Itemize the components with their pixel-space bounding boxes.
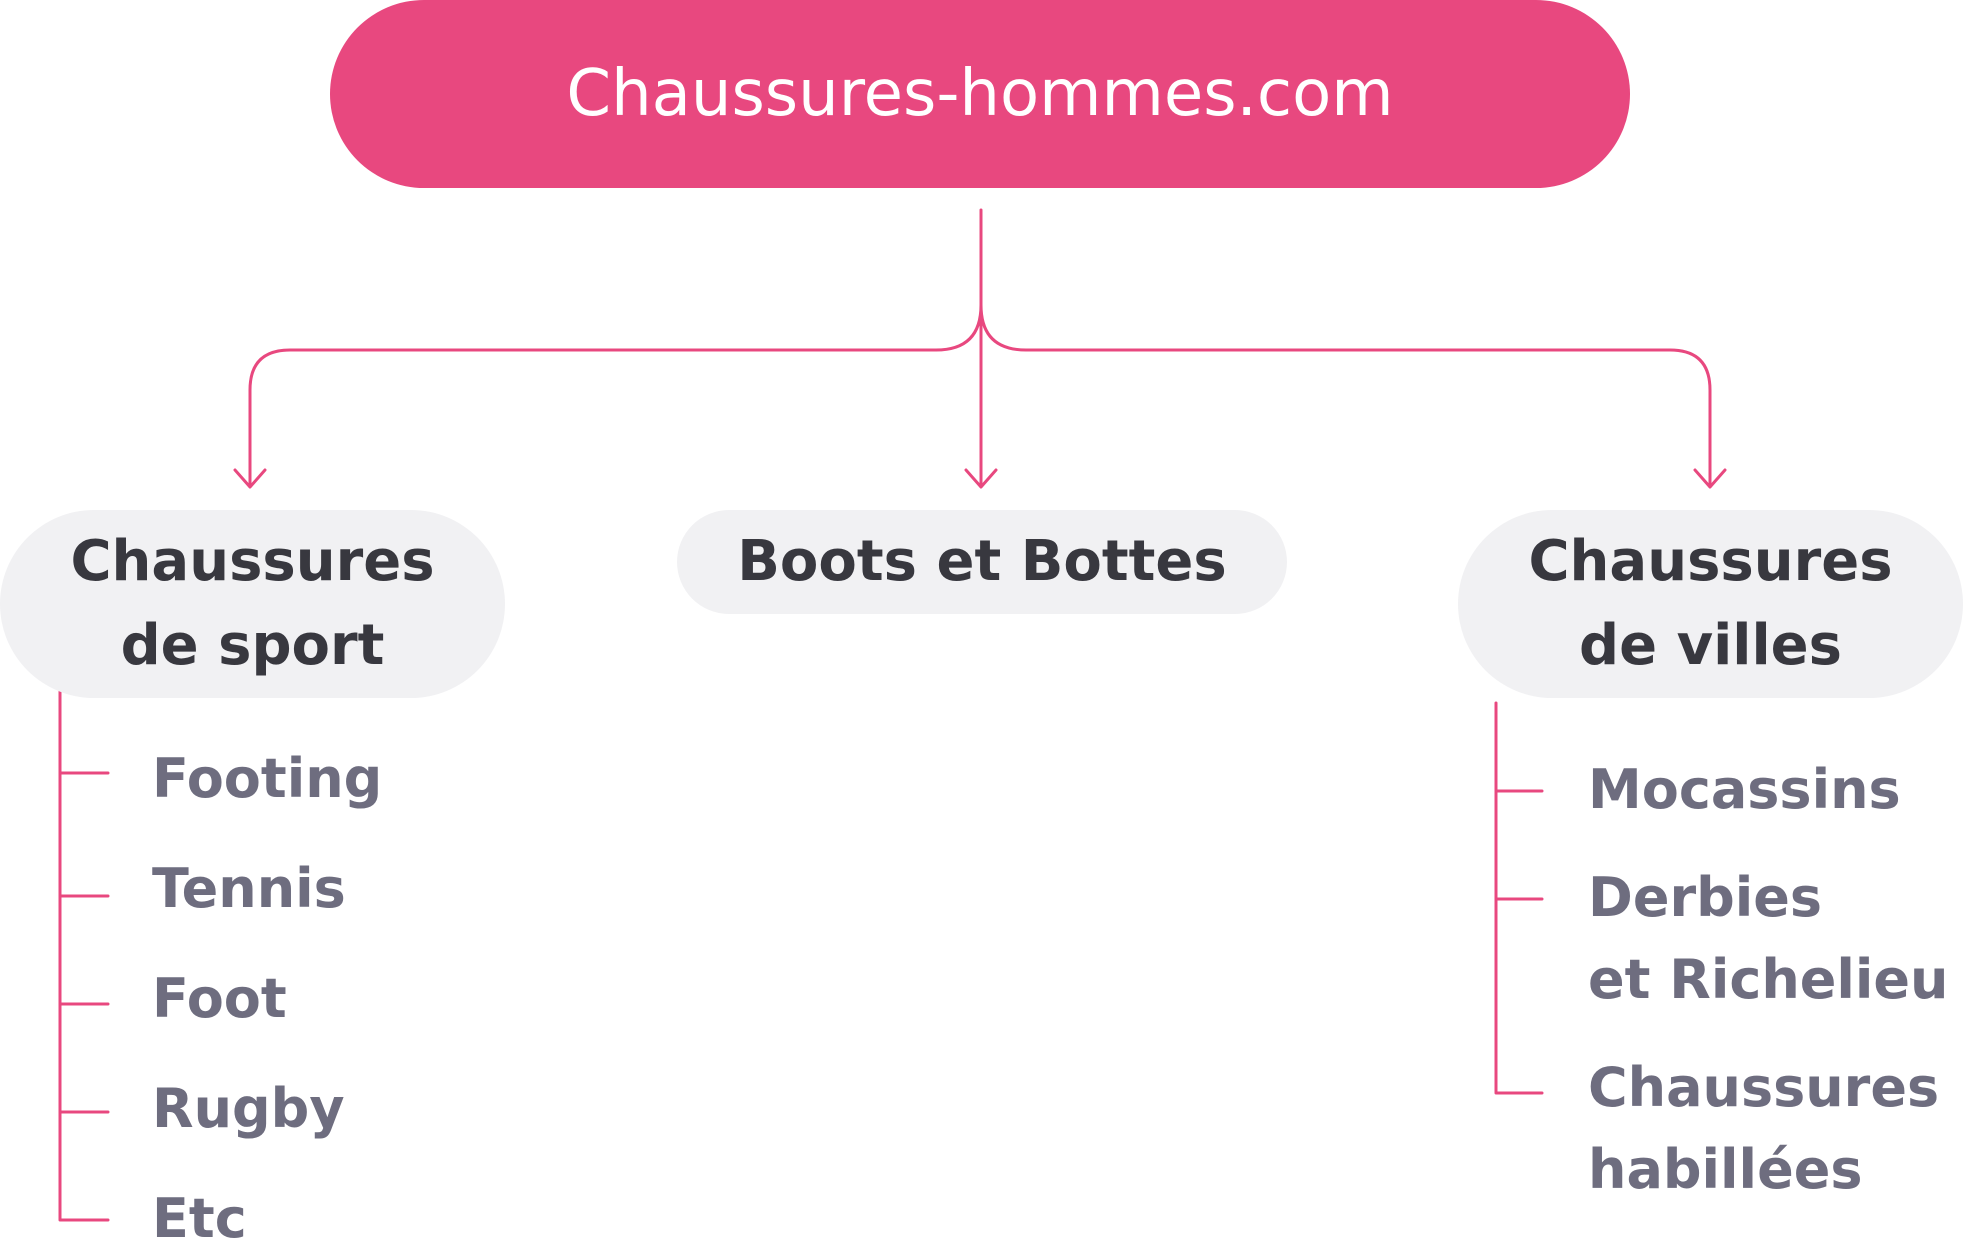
sport-items-bracket bbox=[58, 688, 110, 1222]
category-boots: Boots et Bottes bbox=[677, 510, 1287, 614]
category-sport-label: Chaussures de sport bbox=[70, 520, 434, 688]
category-villes-label-line2: de villes bbox=[1579, 613, 1842, 678]
villes-item-habillees-line1: Chaussures bbox=[1588, 1056, 1940, 1119]
branch-to-sport bbox=[248, 303, 983, 487]
arrowhead-villes bbox=[1693, 468, 1727, 489]
villes-item-derbies: Derbies et Richelieu bbox=[1588, 857, 1949, 1021]
villes-items-bracket bbox=[1494, 701, 1544, 1095]
category-villes: Chaussures de villes bbox=[1458, 510, 1963, 698]
category-villes-label: Chaussures de villes bbox=[1528, 520, 1892, 688]
villes-item-derbies-line1: Derbies bbox=[1588, 866, 1823, 929]
root-node: Chaussures-hommes.com bbox=[330, 0, 1630, 188]
sport-item-foot: Foot bbox=[152, 967, 287, 1030]
arrowhead-boots bbox=[964, 468, 998, 489]
category-boots-label: Boots et Bottes bbox=[737, 529, 1227, 594]
branch-to-villes bbox=[979, 303, 1712, 487]
villes-item-habillees-line2: habillées bbox=[1588, 1138, 1863, 1201]
villes-item-habillees: Chaussures habillées bbox=[1588, 1047, 1939, 1211]
root-label: Chaussures-hommes.com bbox=[566, 57, 1394, 131]
villes-item-derbies-line2: et Richelieu bbox=[1588, 948, 1949, 1011]
category-sport-label-line1: Chaussures bbox=[70, 529, 435, 594]
category-villes-label-line1: Chaussures bbox=[1528, 529, 1893, 594]
sport-item-tennis: Tennis bbox=[152, 857, 346, 920]
category-sport: Chaussures de sport bbox=[0, 510, 505, 698]
sport-item-footing: Footing bbox=[152, 747, 383, 810]
category-sport-label-line2: de sport bbox=[120, 613, 385, 678]
arrowhead-sport bbox=[233, 468, 267, 489]
sport-item-etc: Etc bbox=[152, 1187, 247, 1250]
sport-item-rugby: Rugby bbox=[152, 1077, 345, 1140]
villes-item-mocassins: Mocassins bbox=[1588, 758, 1901, 821]
